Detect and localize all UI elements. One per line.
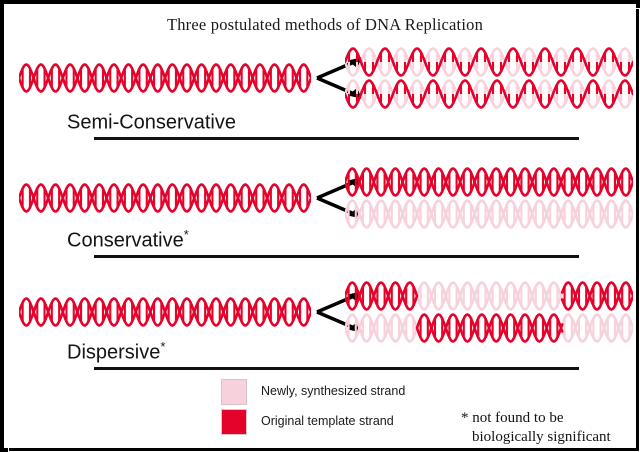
daughter-helix-conservative-1 [345,165,633,199]
parent-helix-semi-conservative [19,61,311,95]
footnote: * not found to be biologically significa… [461,409,611,447]
page-title: Three postulated methods of DNA Replicat… [166,15,484,34]
method-label-semi-conservative: Semi-Conservative [67,111,236,134]
daughter-helix-semi-conservative-2 [345,77,633,111]
diagram-canvas: Three postulated methods of DNA Replicat… [8,8,640,452]
legend-swatch-new-strand [221,379,247,405]
legend-swatch-original-strand [221,409,247,435]
daughter-helix-dispersive-1 [345,279,633,313]
method-panel-conservative: Conservative* [9,139,640,258]
daughter-helix-dispersive-2 [345,311,633,345]
footnote-line-2: biologically significant [472,429,611,445]
parent-helix-conservative [19,181,311,215]
method-rule-conservative [94,255,579,258]
daughter-helix-semi-conservative-1 [345,45,633,79]
method-label-dispersive: Dispersive* [67,339,166,364]
footnote-line-1: * not found to be [461,410,564,426]
method-rule-dispersive [94,367,579,370]
method-label-conservative: Conservative* [67,227,189,252]
daughter-helix-conservative-2 [345,197,633,231]
parent-helix-dispersive [19,295,311,329]
method-rule-semi-conservative [94,137,579,140]
legend-label-original-strand: Original template strand [261,414,394,428]
legend-label-new-strand: Newly, synthesized strand [261,384,406,398]
method-panel-semi-conservative: Semi-Conservative [9,9,640,140]
method-panel-dispersive: Dispersive* [9,257,640,372]
